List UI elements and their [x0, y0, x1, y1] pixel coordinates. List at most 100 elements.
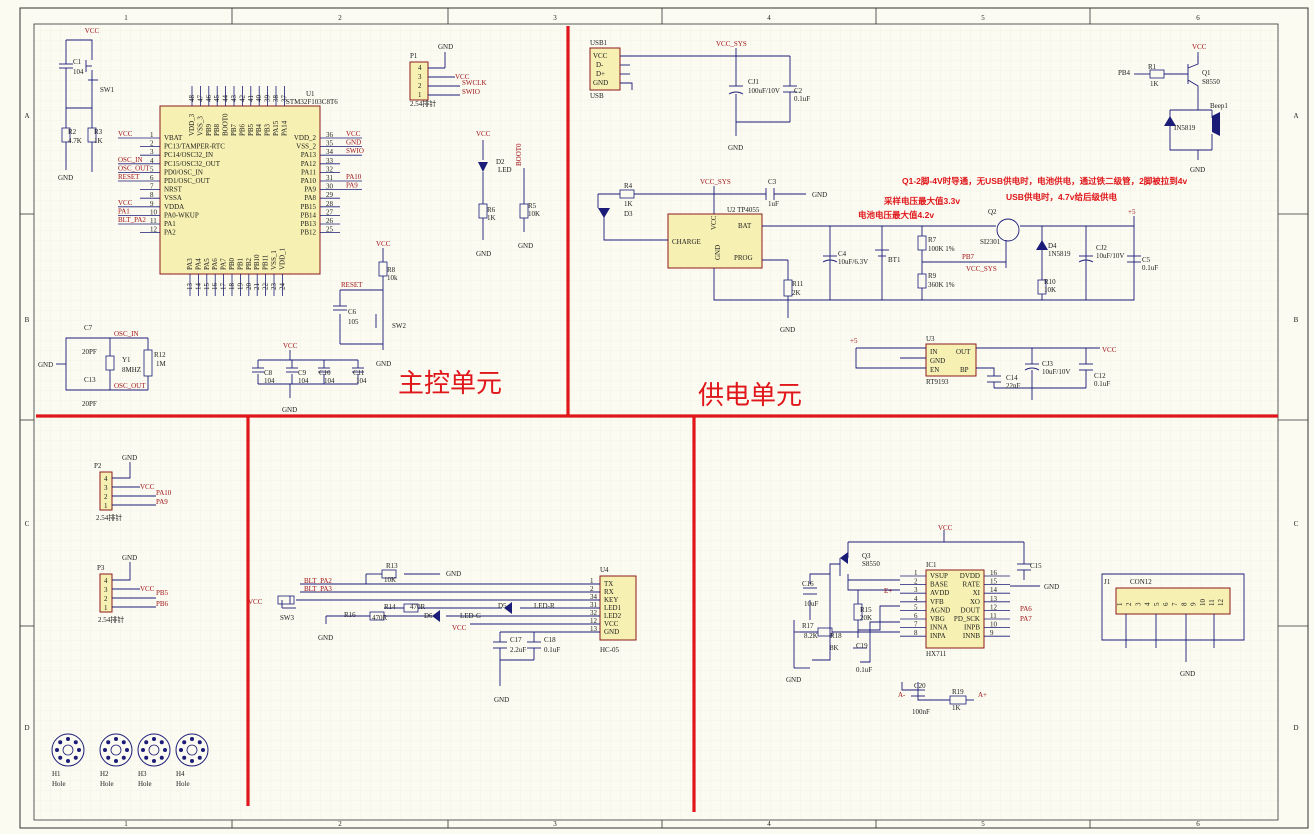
hole-label: Hole	[138, 780, 152, 788]
c18-ref: C18	[544, 636, 556, 644]
gnd-j1: GND	[1180, 670, 1195, 678]
c17-ref: C17	[510, 636, 522, 644]
u2-ref: U2 TP4055	[727, 206, 760, 214]
d4-value: 1N5819	[1048, 250, 1071, 258]
row-c-right: C	[1294, 520, 1299, 528]
gnd-c3: GND	[812, 191, 827, 199]
c11-ref: C11	[353, 369, 365, 377]
u1-left-pin-name: PA2	[164, 229, 176, 237]
col-1-bottom: 1	[124, 820, 128, 828]
u1-left-net-label: RESET	[118, 173, 140, 181]
u1-right-pin-num: 25	[326, 226, 334, 234]
u2-bat-pin: BAT	[738, 222, 752, 230]
p3-value: 2.54排针	[98, 615, 124, 624]
u1-bottom-pin-name: PB1	[236, 257, 244, 270]
j1-pin-num: 4	[1144, 602, 1152, 606]
gnd-u4: GND	[494, 696, 509, 704]
u3-ref: U3	[926, 335, 935, 343]
hole-ref: H4	[176, 770, 185, 778]
u1-top-pin-num: 40	[255, 95, 263, 103]
c16-ref: C16	[802, 580, 814, 588]
u1-left-pin-name: PD0/OSC_IN	[164, 168, 203, 176]
u1-bottom-pin-num: 20	[245, 283, 253, 291]
c15-ref: C15	[1030, 562, 1042, 570]
ic1-ref: IC1	[926, 561, 937, 569]
u1-right-pin-name: PA12	[301, 160, 317, 168]
d2-value: LED	[498, 166, 512, 174]
u2-prog-pin: PROG	[734, 254, 753, 262]
d5-ref: D5	[498, 602, 507, 610]
col-3-bottom: 3	[553, 820, 557, 828]
gnd-d2: GND	[476, 250, 491, 258]
u1-left-net-label: BLT_PA2	[118, 216, 146, 224]
hx711-pa6: PA6	[1020, 605, 1032, 613]
ic1-right-pin-name: DVDD	[960, 572, 980, 580]
u1-bottom-pin-name: PA3	[186, 258, 194, 270]
u4-ref: U4	[600, 566, 609, 574]
hole-ref: H3	[138, 770, 147, 778]
r4-ref: R4	[624, 182, 633, 190]
p1-ref: P1	[410, 52, 418, 60]
r11-ref: R11	[792, 280, 804, 288]
u4-pin-name: LED2	[604, 612, 622, 620]
u1-right-pin-name: PA10	[301, 177, 317, 185]
c6-ref: C6	[348, 308, 357, 316]
u1-bottom-pin-num: 23	[270, 283, 278, 291]
c11-value: 104	[356, 377, 367, 385]
r7-ref: R7	[928, 236, 937, 244]
u1-left-pin-num: 5	[150, 165, 154, 173]
u1-right-pin-num: 36	[326, 131, 334, 139]
u1-ref: U1	[306, 90, 315, 98]
u1-left-pin-name: VSSA	[164, 194, 182, 202]
row-d-left: D	[24, 724, 29, 732]
j1-pin-num: 2	[1125, 602, 1133, 606]
c19-value: 0.1uF	[856, 666, 872, 674]
pb7-net: PB7	[962, 253, 975, 261]
r8-ref: R8	[387, 266, 396, 274]
u1-left-pin-num: 4	[150, 157, 154, 165]
gnd-c1: GND	[58, 174, 73, 182]
r6-value: 1K	[487, 214, 496, 222]
hole-ref: H1	[52, 770, 61, 778]
d1-diode-icon	[1164, 116, 1176, 126]
d3-led-icon	[598, 208, 610, 218]
border-ticks	[20, 8, 1308, 828]
q3-transistor-icon	[840, 552, 848, 564]
q3-ref: Q3	[862, 552, 871, 560]
u1-top-pin-name: PB8	[213, 123, 221, 136]
u1-stm32-chip	[159, 105, 321, 275]
svg-text:2: 2	[104, 595, 108, 603]
hole-label: Hole	[52, 780, 66, 788]
hx711-pa7: PA7	[1020, 615, 1032, 623]
usb1-connector	[589, 47, 621, 91]
u1-top-pin-name: PB5	[247, 123, 255, 136]
u1-top-pin-num: 48	[188, 95, 196, 103]
cj3-ref: CJ3	[1042, 360, 1053, 368]
p2-header	[99, 471, 113, 511]
q2-value: SI2301	[980, 238, 1001, 246]
svg-text:1: 1	[418, 91, 422, 99]
ic1-right-pin-name: XO	[970, 598, 980, 606]
c10-value: 104	[324, 377, 335, 385]
svg-text:4: 4	[104, 475, 108, 483]
q2-ref: Q2	[988, 208, 997, 216]
ic1-right-pin-num: 12	[990, 603, 998, 611]
u4-pin-num: 13	[590, 625, 598, 633]
usb1-label: USB	[590, 92, 604, 100]
r1-ref: R1	[1148, 63, 1157, 71]
u4-pin-name: LED1	[604, 604, 622, 612]
r13-ref: R13	[386, 562, 398, 570]
u1-top-pin-num: 41	[247, 95, 255, 102]
c14-ref: C14	[1006, 374, 1018, 382]
u1-left-pin-name: VBAT	[164, 134, 183, 142]
sw3-vcc: VCC	[248, 598, 263, 606]
u1-bottom-pin-num: 17	[220, 283, 228, 291]
c10-ref: C10	[319, 369, 331, 377]
usb-pin-vcc: VCC	[593, 52, 608, 60]
u1-right-pin-num: 31	[326, 174, 334, 182]
r12-value: 1M	[156, 360, 167, 368]
u2-vcc-sys: VCC_SYS	[700, 178, 731, 186]
section-main-title: 主控单元	[398, 368, 502, 398]
ic1-right-pin-name: DOUT	[961, 606, 981, 614]
